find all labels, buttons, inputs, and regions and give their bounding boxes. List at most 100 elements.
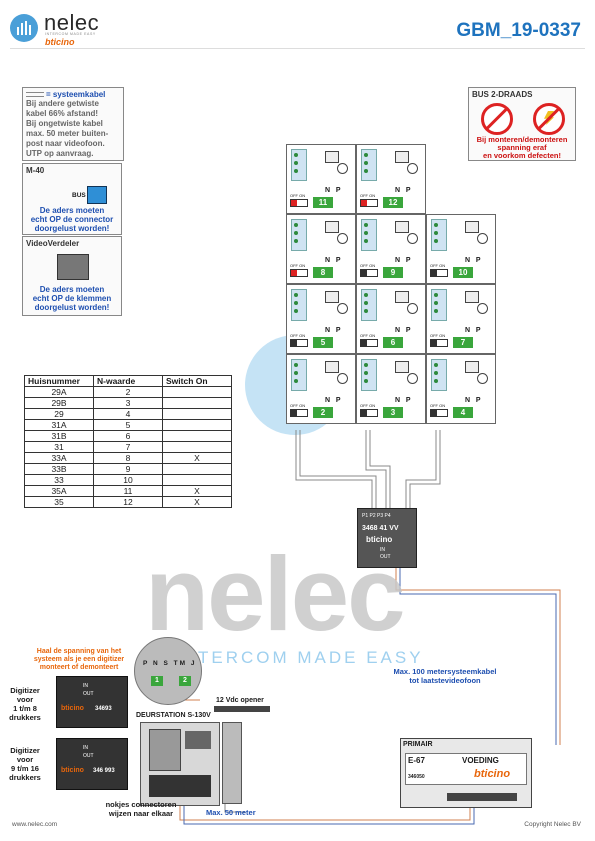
d1-l3: 1 t/m 8 <box>13 704 37 713</box>
wire-column-2 <box>365 430 387 510</box>
terminal-block-icon <box>361 289 377 321</box>
digitizer2-label: Digitizer voor 9 t/m 16 drukkers <box>5 746 45 782</box>
screen-icon <box>325 361 339 373</box>
offon-label: OFF ON <box>360 263 376 268</box>
switch-on-cell: X <box>162 496 232 508</box>
dip-switch <box>430 339 448 347</box>
d1-model: 34693 <box>95 706 112 712</box>
wire-column-1 <box>295 430 373 510</box>
psu-part: 346050 <box>408 774 425 780</box>
table-header-row: Huisnummer N-waarde Switch On <box>24 375 232 387</box>
offon-label: OFF ON <box>290 403 306 408</box>
p-label: P <box>405 397 411 404</box>
distributor-model: 3468 41 VV <box>362 525 399 532</box>
screen-icon <box>325 151 339 163</box>
n-value-badge: 11 <box>313 197 333 208</box>
adjust-knob-icon <box>407 373 418 384</box>
d2-out: OUT <box>83 753 94 759</box>
terminal-block-icon <box>361 149 377 181</box>
footer-website: www.nelec.com <box>12 821 58 828</box>
terminal-block-icon <box>291 359 307 391</box>
n-label: N <box>325 187 331 194</box>
bus-wire-to-psu-b <box>399 568 557 745</box>
d2-in: IN <box>83 745 88 751</box>
max100-l1: Max. 100 metersysteemkabel <box>393 667 497 676</box>
distributor-in: IN <box>380 547 385 553</box>
cn-l2: wijzen naar elkaar <box>108 809 174 818</box>
p-label: P <box>335 187 341 194</box>
n-label: N <box>465 397 471 404</box>
screen-icon <box>395 151 409 163</box>
bus-wire-to-psu-a <box>395 568 561 745</box>
np-label: N P <box>395 397 411 404</box>
wire-column-2b <box>369 430 391 510</box>
n-label: N <box>395 187 401 194</box>
p-label: P <box>405 257 411 264</box>
wire-column-1b <box>299 430 377 510</box>
n-value-badge: 9 <box>383 267 403 278</box>
no-power-icon <box>533 103 565 135</box>
offon-label: OFF ON <box>360 333 376 338</box>
offon-label: OFF ON <box>430 403 446 408</box>
d2-brand: bticino <box>61 767 84 774</box>
m40-note-2: echt OP de connector <box>30 215 114 224</box>
dip-switch <box>430 409 448 417</box>
cable-info-box: = systeemkabel Bij andere getwiste kabel… <box>22 87 124 161</box>
n-label: N <box>395 327 401 334</box>
distributor-ports: P1 P2 P3 P4 <box>362 513 391 519</box>
cable-legend-icon <box>26 92 44 97</box>
wire-column-3b <box>409 430 441 510</box>
dip-switch <box>290 339 308 347</box>
d2-l1: Digitizer <box>10 746 40 755</box>
connector-num-left: 1 <box>151 676 163 686</box>
station-module <box>149 729 181 771</box>
brand-tagline: INTERCOM MADE EASY <box>45 32 96 36</box>
d2-l3: 9 t/m 16 <box>11 764 39 773</box>
terminal-block-icon <box>291 219 307 251</box>
offon-label: OFF ON <box>290 263 306 268</box>
n-label: N <box>465 327 471 334</box>
videophone-unit: OFF ON N P 9 <box>356 214 426 284</box>
screen-icon <box>395 221 409 233</box>
n-label: N <box>465 257 471 264</box>
cable-line-3: Bij ongetwiste kabel <box>26 119 103 128</box>
bus-note-2: spanning eraf <box>497 143 547 152</box>
p-label: P <box>475 257 481 264</box>
adjust-knob-icon <box>407 233 418 244</box>
door-opener <box>214 706 270 712</box>
adjust-knob-icon <box>477 233 488 244</box>
n-value-badge: 2 <box>313 407 333 418</box>
bus-wire-bottom-b <box>183 800 475 825</box>
connector-num-right: 2 <box>179 676 191 686</box>
n-value-badge: 12 <box>383 197 403 208</box>
bus-label: BUS <box>72 192 86 199</box>
watermark-tagline: INTERCOM MADE EASY <box>175 648 424 667</box>
d1-l2: voor <box>16 695 34 704</box>
np-label: N P <box>395 257 411 264</box>
p-label: P <box>475 397 481 404</box>
huisnummer-cell: 35 <box>24 496 94 508</box>
np-label: N P <box>325 327 341 334</box>
psu-voeding: VOEDING <box>462 756 499 765</box>
d1-l4: drukkers <box>9 713 41 722</box>
vv-note-1: De aders moeten <box>39 285 105 294</box>
power-supply: PRIMAIR E-67 VOEDING 346050 bticino <box>400 738 532 808</box>
adjust-knob-icon <box>477 373 488 384</box>
bticino-logo: bticino <box>45 37 75 47</box>
np-label: N P <box>325 187 341 194</box>
np-label: N P <box>465 257 481 264</box>
cn-l1: nokjes connectoren <box>105 800 177 809</box>
n-value-badge: 8 <box>313 267 333 278</box>
p-label: P <box>335 257 341 264</box>
cable-line-4: max. 50 meter buiten- <box>26 129 109 138</box>
cable-line-6: UTP op aanvraag. <box>26 149 94 158</box>
n-value-badge: 7 <box>453 337 473 348</box>
terminal-block-icon <box>291 289 307 321</box>
terminal-block-icon <box>431 219 447 251</box>
screen-icon <box>325 221 339 233</box>
